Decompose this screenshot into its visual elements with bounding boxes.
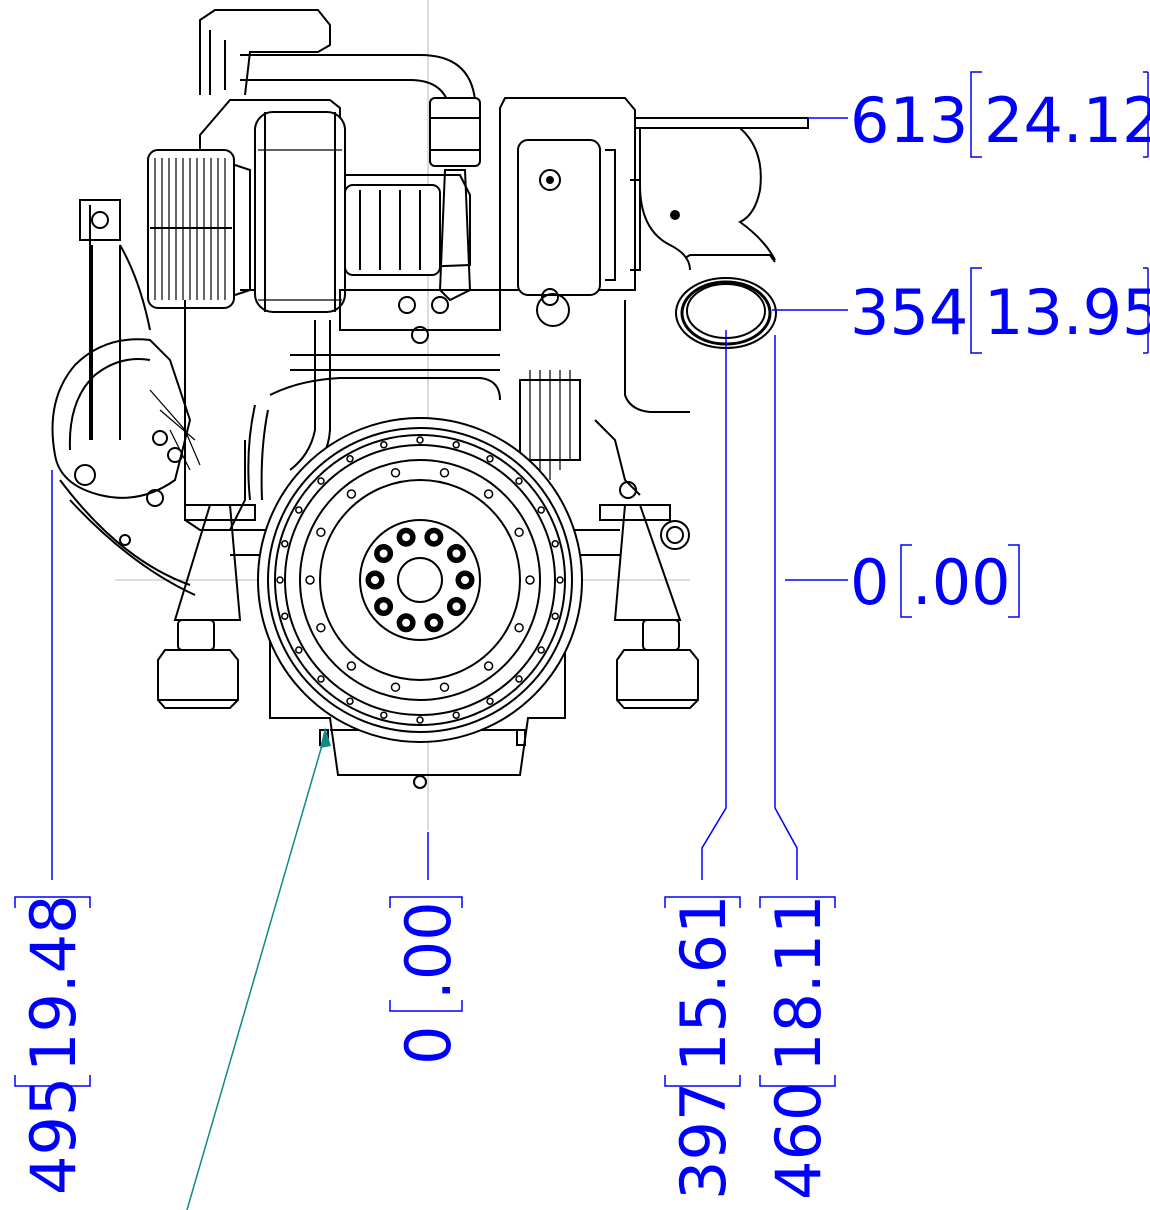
dim-mid-right-mm: 354 <box>850 276 968 349</box>
dim-bottom-right-in: 18.11 <box>762 895 835 1073</box>
flywheel-bolt <box>483 489 494 499</box>
dim-bottom-mid-in: 15.61 <box>667 895 740 1073</box>
dim-bottom-origin-in: .00 <box>392 901 465 1000</box>
flywheel-bolt <box>346 661 357 671</box>
leader-line <box>186 727 331 1210</box>
flywheel-bolt-hole <box>379 549 388 558</box>
flywheel-bolt <box>276 576 284 584</box>
flywheel-bolt-hole <box>461 576 469 584</box>
flywheel-bolt-hole <box>371 576 379 584</box>
flywheel-bolt <box>346 697 354 705</box>
flywheel <box>257 417 583 743</box>
flywheel-bolt <box>346 489 357 499</box>
flywheel-bolt <box>537 646 545 654</box>
dim-mid-right-in: 13.95 <box>984 276 1150 349</box>
dimension-lines <box>14 71 1149 1087</box>
dim-bottom-mid-mm: 397 <box>667 1082 740 1200</box>
flywheel-bolt <box>537 506 545 514</box>
flywheel-bolt <box>515 675 523 683</box>
flywheel-bolt <box>346 455 354 463</box>
flywheel-bolt <box>416 716 424 724</box>
flywheel-bolt-hole <box>452 549 461 558</box>
flywheel-bolt-hole <box>429 533 438 542</box>
flywheel-bolt <box>316 622 326 633</box>
flywheel-bolt <box>305 575 315 585</box>
dim-origin-right-mm: 0 <box>850 546 889 619</box>
flywheel-bolt-rings <box>276 436 564 724</box>
flywheel-bolt <box>514 527 524 538</box>
flywheel-bolt <box>295 506 303 514</box>
flywheel-bolt <box>486 455 494 463</box>
flywheel-bolt <box>525 575 535 585</box>
flywheel-bolt <box>317 675 325 683</box>
flywheel-bolt <box>380 711 388 719</box>
flywheel-bolt-hole <box>452 602 461 611</box>
flywheel-bolt <box>452 441 460 449</box>
flywheel-bolt <box>390 468 401 478</box>
dim-top-right-mm: 613 <box>850 84 968 157</box>
flywheel-bolt <box>439 682 450 692</box>
flywheel-bolt <box>390 682 401 692</box>
flywheel-bolt <box>452 711 460 719</box>
flywheel-bolt <box>556 576 564 584</box>
flywheel-bolt <box>380 441 388 449</box>
flywheel-bolt <box>281 540 289 548</box>
dim-origin-right-in: .00 <box>912 546 1011 619</box>
flywheel-bolt <box>317 477 325 485</box>
dim-top-right-in: 24.12 <box>984 84 1150 157</box>
dim-bottom-left-in: 19.48 <box>17 895 90 1073</box>
flywheel-bolt <box>281 612 289 620</box>
flywheel-bolt <box>486 697 494 705</box>
flywheel-bolt <box>439 468 450 478</box>
flywheel-bolt-hole <box>402 533 411 542</box>
dim-bottom-right-mm: 460 <box>762 1082 835 1200</box>
flywheel-bolt <box>551 612 559 620</box>
flywheel-bolt <box>483 661 494 671</box>
flywheel-bolt <box>551 540 559 548</box>
flywheel-bolt-hole <box>379 602 388 611</box>
dim-bottom-left-mm: 495 <box>17 1077 90 1195</box>
flywheel-bolt-hole <box>429 618 438 627</box>
flywheel-bolt <box>515 477 523 485</box>
flywheel-bolt <box>295 646 303 654</box>
flywheel-bolt <box>514 622 524 633</box>
flywheel-bolt <box>416 436 424 444</box>
flywheel-bolt <box>316 527 326 538</box>
flywheel-bolt-hole <box>402 618 411 627</box>
dim-bottom-origin-mm: 0 <box>392 1026 465 1065</box>
